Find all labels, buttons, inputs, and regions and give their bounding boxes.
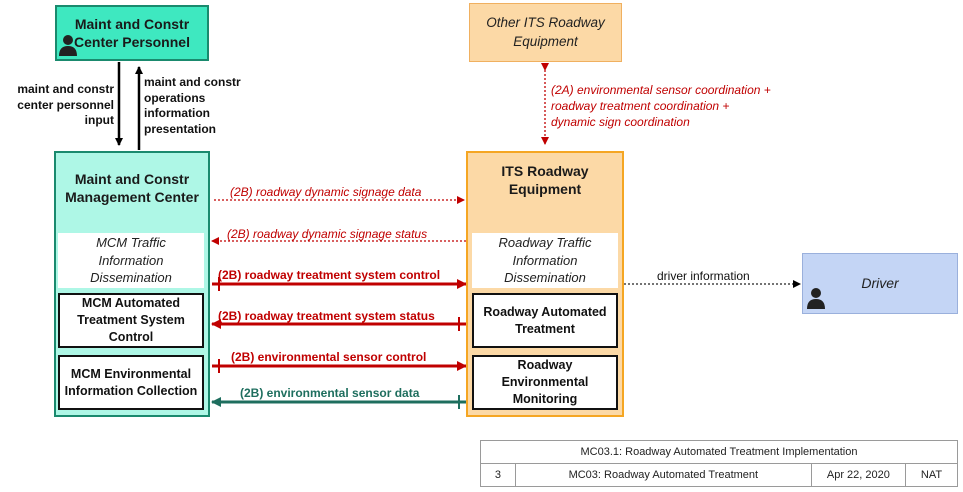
treatment-control-label: (2B) roadway treatment system control — [218, 268, 441, 282]
maint-personnel-label: Maint and Constr Center Personnel — [74, 15, 190, 50]
mcm-env-subsystem[interactable]: MCM Environmental Information Collection — [58, 355, 204, 410]
its-label: ITS Roadway Equipment — [501, 162, 589, 197]
person-icon — [58, 34, 78, 61]
title-block-date: Apr 22, 2020 — [810, 463, 907, 487]
driver-label: Driver — [861, 275, 899, 292]
sensor-data-label: (2B) environmental sensor data — [240, 386, 420, 400]
operations-presentation-label: maint and constr operations information … — [144, 75, 241, 136]
mcm-automated-subsystem[interactable]: MCM Automated Treatment System Control — [58, 293, 204, 348]
signage-status-label: (2B) roadway dynamic signage status — [227, 227, 428, 241]
treatment-status-label: (2B) roadway treatment system status — [218, 309, 435, 323]
driver-person-icon — [806, 287, 826, 314]
title-block: MC03.1: Roadway Automated Treatment Impl… — [480, 440, 958, 487]
mcm-title: Maint and Constr Management Center — [58, 158, 206, 218]
its-env-subsystem[interactable]: Roadway Environmental Monitoring — [472, 355, 618, 410]
title-block-author: NAT — [905, 463, 958, 487]
driver-info-label: driver information — [657, 269, 750, 283]
title-block-title: MC03.1: Roadway Automated Treatment Impl… — [480, 440, 958, 464]
personnel-input-label: maint and constr center personnel input — [17, 82, 114, 128]
mcm-traffic-subsystem[interactable]: MCM Traffic Information Dissemination — [58, 233, 204, 288]
coordination-label: (2A) environmental sensor coordination +… — [551, 83, 771, 130]
its-automated-subsystem[interactable]: Roadway Automated Treatment — [472, 293, 618, 348]
other-its-label: Other ITS Roadway Equipment — [486, 15, 605, 49]
other-its-box[interactable]: Other ITS Roadway Equipment — [469, 3, 622, 62]
its-title: ITS Roadway Equipment — [470, 160, 620, 200]
title-block-package: MC03: Roadway Automated Treatment — [514, 463, 812, 487]
its-traffic-subsystem[interactable]: Roadway Traffic Information Disseminatio… — [472, 233, 618, 288]
title-block-number: 3 — [480, 463, 516, 487]
driver-box[interactable]: Driver — [802, 253, 958, 314]
signage-data-label: (2B) roadway dynamic signage data — [230, 185, 422, 199]
mcm-label: Maint and Constr Management Center — [65, 170, 199, 205]
sensor-control-label: (2B) environmental sensor control — [231, 350, 427, 364]
maint-personnel-box[interactable]: Maint and Constr Center Personnel — [55, 5, 209, 61]
